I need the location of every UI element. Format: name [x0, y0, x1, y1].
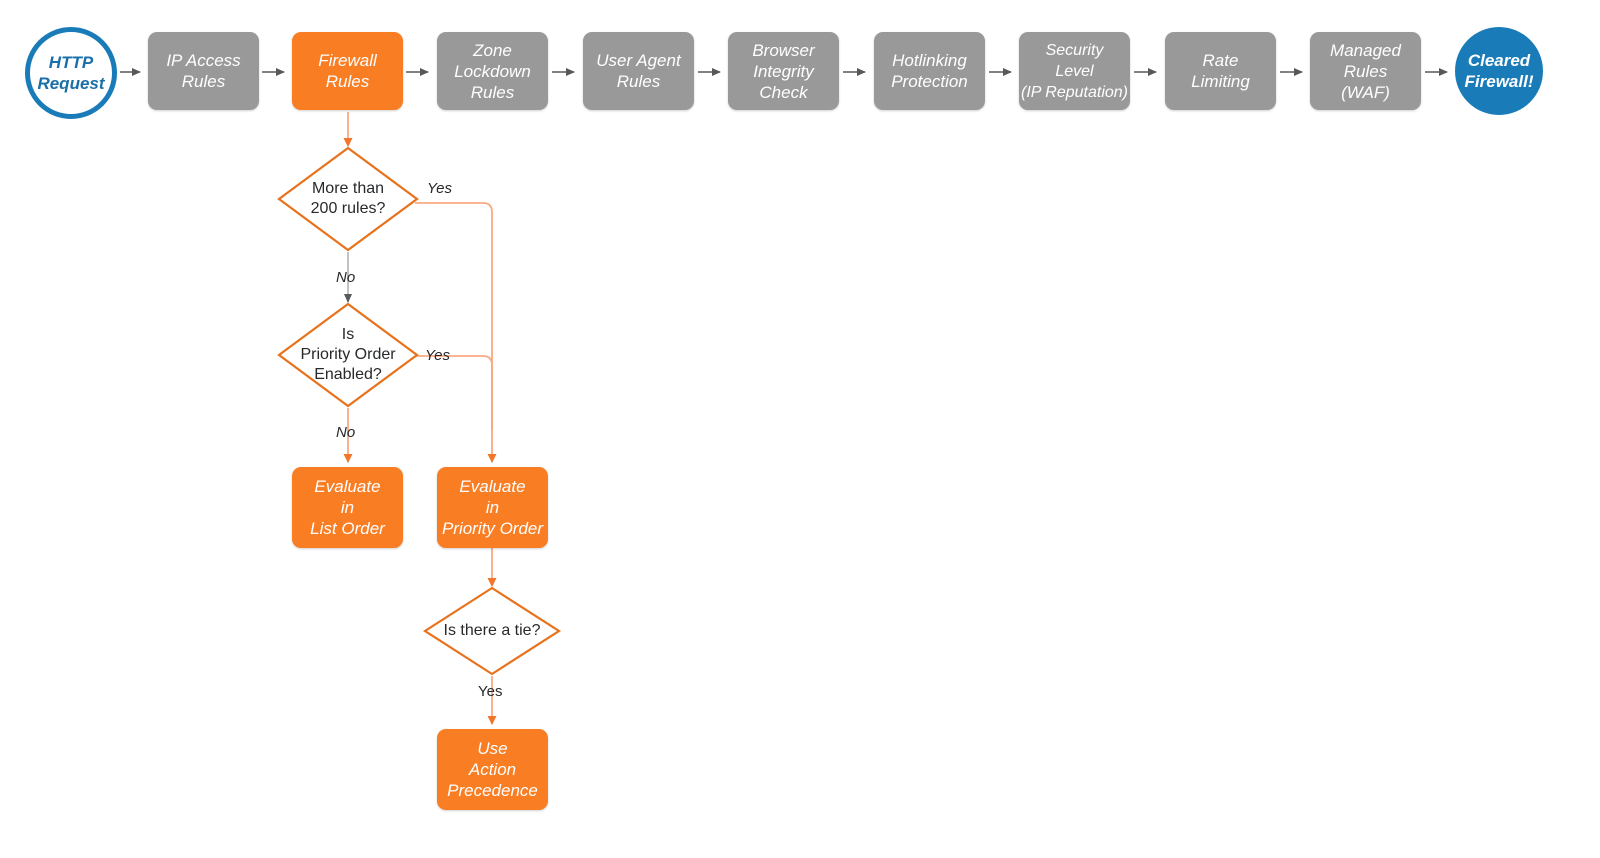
node-label: Evaluate in Priority Order [441, 477, 544, 538]
node-ip-access-rules[interactable]: IP Access Rules [148, 32, 259, 110]
decision-label: Is there a tie? [443, 622, 541, 639]
node-evaluate-in-list-order[interactable]: Evaluate in List Order [292, 467, 403, 548]
edge-label-more-rules-yes: Yes [427, 180, 453, 197]
node-label: Security Level (IP Reputation) [1020, 41, 1128, 101]
node-browser-integrity-check[interactable]: Browser Integrity Check [728, 32, 839, 110]
node-label: Rate Limiting [1191, 51, 1250, 91]
node-firewall-rules[interactable]: Firewall Rules [292, 32, 403, 110]
node-cleared-firewall[interactable]: Cleared Firewall! [1455, 27, 1543, 115]
decision-label: Is Priority Order Enabled? [300, 326, 396, 383]
node-label: HTTP Request [37, 53, 105, 93]
edge-label-more-rules-no: No [336, 269, 356, 286]
node-managed-rules-waf[interactable]: Managed Rules (WAF) [1310, 32, 1421, 110]
decision-is-there-a-tie[interactable]: Is there a tie? [422, 586, 562, 676]
diamond-shape [277, 146, 419, 252]
node-label: Evaluate in List Order [310, 477, 385, 538]
node-label: Managed Rules (WAF) [1330, 40, 1401, 102]
node-evaluate-in-priority-order[interactable]: Evaluate in Priority Order [437, 467, 548, 548]
node-label: Hotlinking Protection [891, 51, 968, 91]
edge-label-priority-yes: Yes [425, 347, 451, 364]
node-label: Cleared Firewall! [1464, 51, 1534, 91]
node-use-action-precedence[interactable]: Use Action Precedence [437, 729, 548, 810]
node-user-agent-rules[interactable]: User Agent Rules [583, 32, 694, 110]
node-rate-limiting[interactable]: Rate Limiting [1165, 32, 1276, 110]
node-zone-lockdown-rules[interactable]: Zone Lockdown Rules [437, 32, 548, 110]
edge-label-priority-no: No [336, 424, 356, 441]
decision-more-than-200-rules[interactable]: More than 200 rules? [277, 146, 419, 252]
node-label: IP Access Rules [166, 51, 241, 91]
node-security-level[interactable]: Security Level (IP Reputation) [1019, 32, 1130, 110]
node-label: Use Action Precedence [447, 739, 538, 800]
node-label: Zone Lockdown Rules [454, 40, 531, 102]
node-http-request[interactable]: HTTP Request [25, 27, 117, 119]
diamond-shape [422, 586, 562, 676]
decision-label: More than 200 rules? [310, 180, 386, 217]
edge-label-tie-yes: Yes [478, 683, 503, 700]
node-hotlinking-protection[interactable]: Hotlinking Protection [874, 32, 985, 110]
decision-priority-order-enabled[interactable]: Is Priority Order Enabled? [277, 302, 419, 408]
node-label: Firewall Rules [318, 51, 377, 91]
node-label: Browser Integrity Check [752, 40, 815, 102]
node-label: User Agent Rules [596, 51, 681, 91]
diamond-shape [277, 302, 419, 408]
